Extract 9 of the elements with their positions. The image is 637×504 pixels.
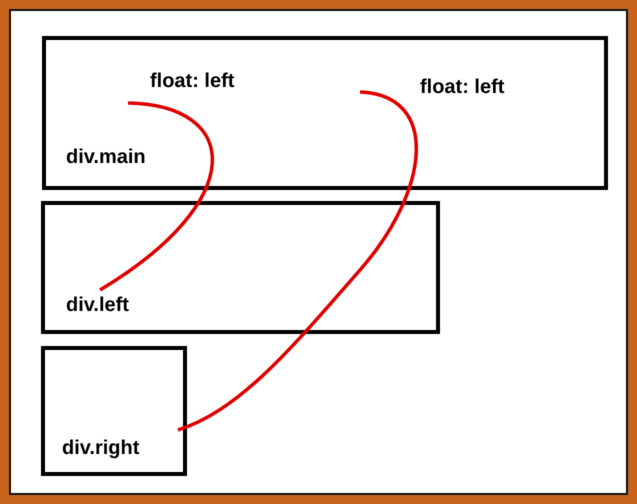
box-label: float: left	[360, 75, 525, 99]
box-label: div.left	[66, 290, 146, 318]
box-label: div.main	[66, 146, 166, 170]
container-box	[41, 346, 187, 476]
leader-line	[99, 101, 214, 292]
container-box	[41, 201, 440, 334]
box-label: div.right	[62, 430, 178, 460]
box-label: float: left	[128, 70, 255, 104]
container-box	[42, 36, 608, 190]
